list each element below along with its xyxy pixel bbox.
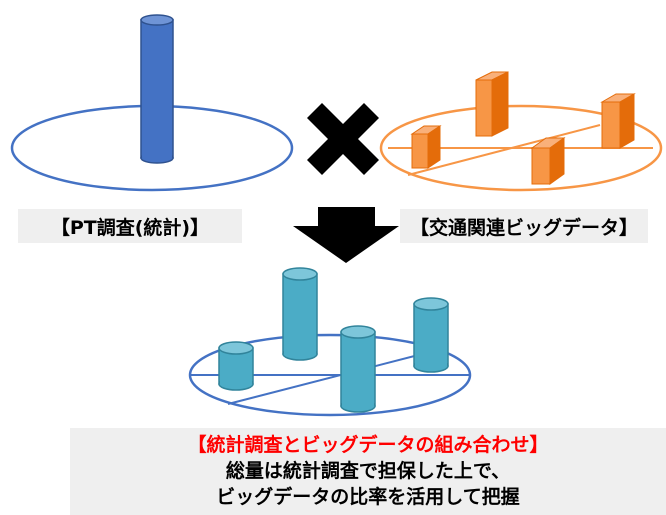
down-arrow-icon (293, 207, 399, 263)
bigdata-label: 【交通関連ビッグデータ】 (400, 209, 648, 243)
result-cylinder (218, 341, 254, 391)
result-cylinder (282, 267, 318, 361)
bigdata-diagram (379, 71, 663, 192)
summary-title: 【統計調査とビッグデータの組み合わせ】 (187, 434, 549, 456)
bigdata-cube (410, 125, 442, 169)
statistics-label-text: 【PT調査(統計)】 (50, 216, 210, 239)
x-mark-icon (307, 103, 379, 175)
bigdata-cube (600, 93, 636, 149)
statistics-cylinder (140, 14, 174, 164)
summary-line-2: ビッグデータの比率を活用して把握 (216, 486, 520, 508)
result-diagram (188, 267, 472, 417)
bigdata-cube (530, 137, 566, 185)
result-cylinder (413, 297, 449, 373)
bigdata-label-text: 【交通関連ビッグデータ】 (409, 216, 638, 239)
statistics-label: 【PT調査(統計)】 (18, 209, 242, 243)
summary-box: 【統計調査とビッグデータの組み合わせ】 総量は統計調査で担保した上で、 ビッグデ… (70, 428, 666, 515)
bigdata-cube (475, 71, 509, 137)
summary-line-1: 総量は統計調査で担保した上で、 (225, 460, 511, 482)
statistics-diagram (10, 14, 294, 192)
result-cylinder (340, 325, 376, 413)
bigdata-ellipse (379, 104, 663, 192)
